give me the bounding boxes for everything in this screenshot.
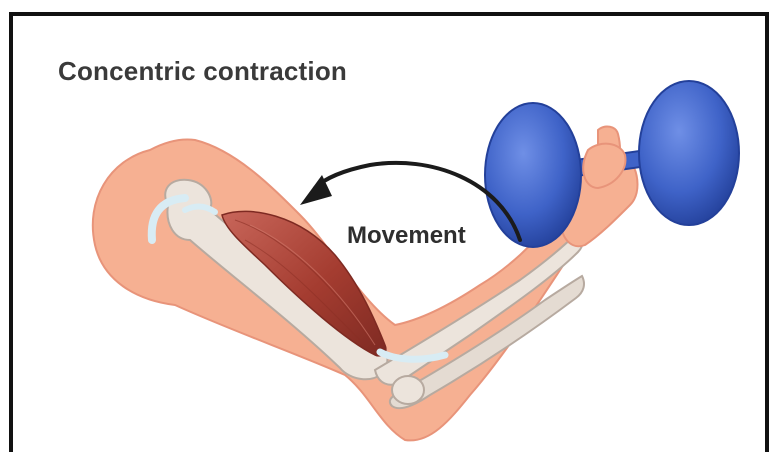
- diagram-title: Concentric contraction: [58, 56, 347, 87]
- movement-label: Movement: [347, 222, 466, 250]
